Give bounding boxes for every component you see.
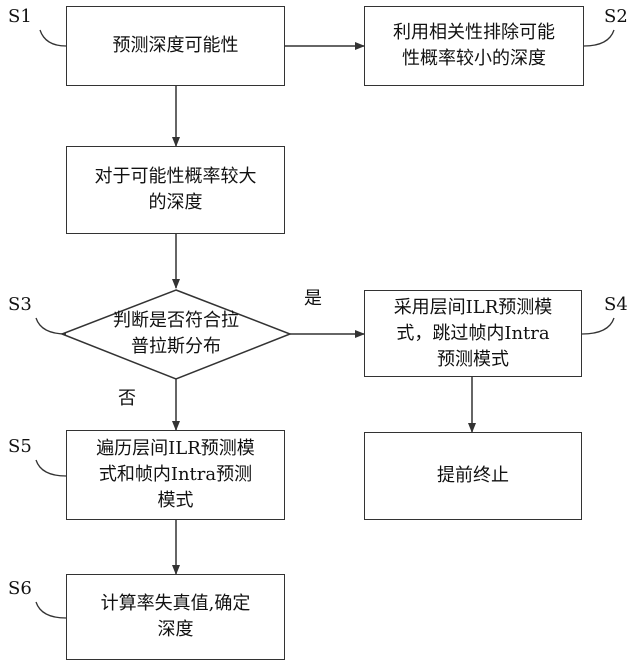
leader-s2 <box>584 30 614 46</box>
decision-text: 判断是否符合拉 普拉斯分布 <box>76 308 276 360</box>
step-s2-box: 利用相关性排除可能 性概率较小的深度 <box>364 6 584 86</box>
leader-s4 <box>582 318 614 334</box>
step-box3: 对于可能性概率较大 的深度 <box>66 146 285 234</box>
step-s2-text: 利用相关性排除可能 性概率较小的深度 <box>393 20 555 72</box>
end-text: 提前终止 <box>437 463 509 489</box>
step-box3-text: 对于可能性概率较大 的深度 <box>95 164 257 216</box>
label-s6: S6 <box>8 578 32 599</box>
branch-no-label: 否 <box>118 384 136 410</box>
step-s5-text: 遍历层间ILR预测模 式和帧内Intra预测 模式 <box>96 436 255 514</box>
leader-s5 <box>36 460 66 476</box>
label-s5: S5 <box>8 436 32 457</box>
branch-yes-label: 是 <box>304 284 322 310</box>
step-s4-text: 采用层间ILR预测模 式，跳过帧内Intra 预测模式 <box>394 295 553 373</box>
leader-s1 <box>40 30 66 46</box>
leader-s6 <box>36 602 66 618</box>
leader-s3 <box>36 318 66 334</box>
label-s2: S2 <box>604 6 628 27</box>
step-s6-box: 计算率失真值,确定 深度 <box>66 574 285 660</box>
label-s3: S3 <box>8 294 32 315</box>
step-s4-box: 采用层间ILR预测模 式，跳过帧内Intra 预测模式 <box>364 290 582 377</box>
step-s1-box: 预测深度可能性 <box>66 6 285 86</box>
label-s1: S1 <box>8 6 32 27</box>
step-s1-text: 预测深度可能性 <box>113 33 239 59</box>
step-s5-box: 遍历层间ILR预测模 式和帧内Intra预测 模式 <box>66 430 285 520</box>
label-s4: S4 <box>604 294 628 315</box>
step-s6-text: 计算率失真值,确定 深度 <box>101 591 251 643</box>
end-box: 提前终止 <box>364 432 582 520</box>
